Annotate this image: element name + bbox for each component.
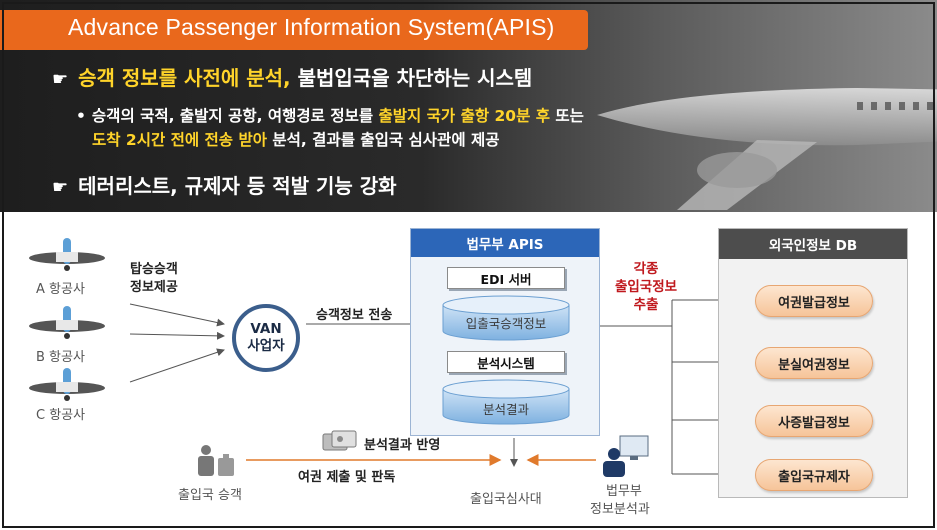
airline-b-label: B 항공사 (36, 350, 85, 365)
arrow-c-to-van (129, 348, 225, 383)
extract-line-1: 각종 (633, 261, 659, 277)
foreigner-info-db-box: 외국인정보 DB 여권발급정보 분실여권정보 사증발급정보 출입국규제자 (718, 228, 908, 498)
header-banner: Advance Passenger Information System(API… (0, 0, 937, 212)
bullet-dot-icon: • (76, 107, 86, 125)
headline-1-text: 불법입국을 차단하는 시스템 (290, 66, 533, 90)
headline-1-accent: 승객 정보를 사전에 분석, (78, 66, 291, 90)
airplane-b-icon (29, 306, 105, 339)
traveler-label: 출입국 승객 (178, 488, 242, 503)
subline-2-accent: 도착 2시간 전에 전송 받아 (92, 131, 267, 149)
van-label-1: VAN (250, 321, 282, 337)
passport-submit-label: 여권 제출 및 판독 (298, 470, 396, 485)
boarding-info-line1: 탑승승객 (130, 262, 178, 277)
van-label-2: 사업자 (247, 338, 285, 354)
analysis-result-label: 분석결과 (482, 402, 529, 417)
airline-c-label: C 항공사 (36, 408, 86, 423)
db-item-restricted-persons: 출입국규제자 (755, 459, 873, 491)
headline-1: ☛ 승객 정보를 사전에 분석, 불법입국을 차단하는 시스템 (52, 62, 532, 91)
extract-line-3: 추출 (633, 297, 659, 313)
airplane-c-icon (29, 368, 105, 401)
subline-1-accent: 출발지 국가 출항 20분 후 (378, 107, 551, 125)
db-title: 외국인정보 DB (719, 229, 907, 259)
extract-line-2: 출입국정보 (614, 279, 678, 295)
passport-card-icon (322, 430, 357, 451)
moj-apis-box: 법무부 APIS EDI 서버 입출국승객정보 분석시스템 분석결과 (410, 228, 600, 436)
edi-server-node: EDI 서버 (447, 267, 565, 289)
analysis-system-node: 분석시스템 (447, 351, 565, 373)
ministry-line1: 법무부 (606, 484, 642, 499)
passenger-transfer-label: 승객정보 전송 (316, 308, 393, 323)
subline-1: • 승객의 국적, 출발지 공항, 여행경로 정보를 출발지 국가 출항 20분 … (76, 104, 584, 126)
airplane-a-icon (29, 238, 105, 271)
ministry-line2: 정보분석과 (590, 502, 650, 517)
apis-title: 법무부 APIS (411, 229, 599, 257)
subline-2-text: 분석, 결과를 출입국 심사관에 제공 (266, 131, 500, 149)
subline-1-suffix: 또는 (550, 107, 584, 125)
analyst-computer-icon (603, 435, 649, 477)
van-provider-node: VAN 사업자 (232, 304, 300, 372)
db-item-passport-issue: 여권발급정보 (755, 285, 873, 317)
arrow-a-to-van (129, 303, 225, 327)
airline-a-label: A 항공사 (36, 282, 85, 297)
extract-label: 각종 출입국정보 추출 (606, 260, 686, 314)
passenger-db-label: 입출국승객정보 (465, 316, 547, 331)
pointing-hand-icon: ☛ (52, 177, 69, 198)
result-reflect-label: 분석결과 반영 (364, 438, 441, 453)
passenger-db-cylinder-icon (442, 295, 570, 341)
headline-2-text: 테러리스트, 규제자 등 적발 기능 강화 (78, 174, 397, 198)
boarding-info-line2: 정보제공 (130, 280, 178, 295)
pointing-hand-icon: ☛ (52, 69, 69, 90)
analysis-result-cylinder-icon (442, 379, 570, 425)
apis-flow-diagram: A 항공사 B 항공사 C 항공사 탑승승객 정보제공 VAN 사업자 승객정보… (0, 212, 937, 530)
subline-2: 도착 2시간 전에 전송 받아 분석, 결과를 출입국 심사관에 제공 (92, 128, 500, 150)
db-item-visa-issue: 사증발급정보 (755, 405, 873, 437)
subline-1-text: 승객의 국적, 출발지 공항, 여행경로 정보를 (91, 107, 379, 125)
page-title: Advance Passenger Information System(API… (68, 14, 555, 40)
db-item-lost-passport: 분실여권정보 (755, 347, 873, 379)
headline-2: ☛ 테러리스트, 규제자 등 적발 기능 강화 (52, 170, 397, 199)
inspector-desk-label: 출입국심사대 (470, 492, 542, 507)
title-bar (0, 10, 588, 50)
traveler-with-luggage-icon (198, 445, 234, 476)
airplane-background-icon (597, 88, 937, 210)
arrow-b-to-van (129, 331, 225, 340)
